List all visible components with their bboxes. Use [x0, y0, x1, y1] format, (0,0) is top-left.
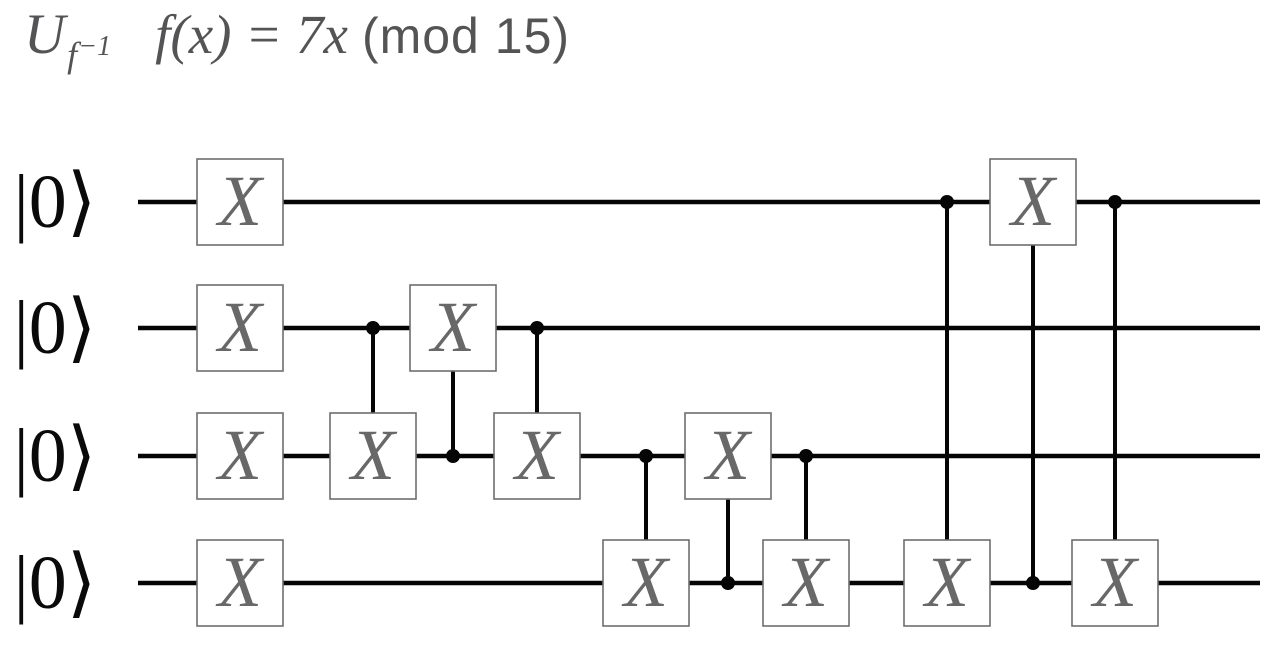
- x-gate-letter: X: [1008, 161, 1058, 241]
- qubit-label-1: |0⟩: [14, 286, 97, 370]
- modulus-label: (mod 15): [361, 8, 571, 64]
- x-gate-box: [602, 539, 690, 627]
- x-gate-letter: X: [215, 161, 265, 241]
- x-gate-letter: X: [215, 287, 265, 367]
- x-gate-letter: X: [512, 415, 562, 495]
- x-gate-box: [196, 284, 284, 372]
- control-dot-c9-q3: [1026, 576, 1040, 590]
- figure-title: Uf−1 f(x) = 7x(mod 15): [24, 3, 571, 75]
- x-gate-q1-c3: X: [409, 284, 497, 372]
- x-gate-box: [196, 539, 284, 627]
- x-gate-box: [989, 158, 1077, 246]
- control-dot-c2-q1: [366, 321, 380, 335]
- x-gate-q2-c2: X: [329, 412, 417, 500]
- control-dot-c6-q3: [721, 576, 735, 590]
- x-gate-letter: X: [215, 415, 265, 495]
- control-dot-c8-q0: [940, 195, 954, 209]
- control-dot-c3-q2: [446, 449, 460, 463]
- function-definition: f(x) = 7x: [155, 4, 348, 65]
- x-gate-box: [409, 284, 497, 372]
- x-gate-letter: X: [428, 287, 478, 367]
- x-gate-box: [684, 412, 772, 500]
- x-gate-letter: X: [348, 415, 398, 495]
- x-gate-letter: X: [781, 542, 831, 622]
- x-gate-box: [903, 539, 991, 627]
- control-dot-c7-q2: [799, 449, 813, 463]
- qubit-label-2: |0⟩: [14, 414, 97, 498]
- x-gate-box: [196, 412, 284, 500]
- x-gate-q3-c8: X: [903, 539, 991, 627]
- x-gate-box: [1071, 539, 1159, 627]
- x-gate-box: [329, 412, 417, 500]
- x-gate-q1-c1: X: [196, 284, 284, 372]
- x-gate-q2-c1: X: [196, 412, 284, 500]
- x-gate-box: [493, 412, 581, 500]
- x-gate-letter: X: [703, 415, 753, 495]
- x-gate-letter: X: [922, 542, 972, 622]
- x-gate-box: [196, 158, 284, 246]
- x-gate-q2-c4: X: [493, 412, 581, 500]
- operator-superscript: −1: [78, 31, 112, 62]
- x-gate-q0-c9: X: [989, 158, 1077, 246]
- qubit-label-3: |0⟩: [14, 541, 97, 625]
- control-dot-c4-q1: [530, 321, 544, 335]
- x-gate-q2-c6: X: [684, 412, 772, 500]
- qubit-label-0: |0⟩: [14, 160, 97, 244]
- x-gate-letter: X: [1090, 542, 1140, 622]
- control-dot-c5-q2: [639, 449, 653, 463]
- x-gate-q3-c7: X: [762, 539, 850, 627]
- x-gate-box: [762, 539, 850, 627]
- operator-subscript: f: [67, 35, 78, 75]
- x-gate-q3-c5: X: [602, 539, 690, 627]
- x-gate-q3-c1: X: [196, 539, 284, 627]
- x-gate-q0-c1: X: [196, 158, 284, 246]
- control-dot-c10-q0: [1108, 195, 1122, 209]
- x-gate-letter: X: [621, 542, 671, 622]
- x-gate-q3-c10: X: [1071, 539, 1159, 627]
- x-gate-letter: X: [215, 542, 265, 622]
- operator-name: U: [24, 3, 66, 66]
